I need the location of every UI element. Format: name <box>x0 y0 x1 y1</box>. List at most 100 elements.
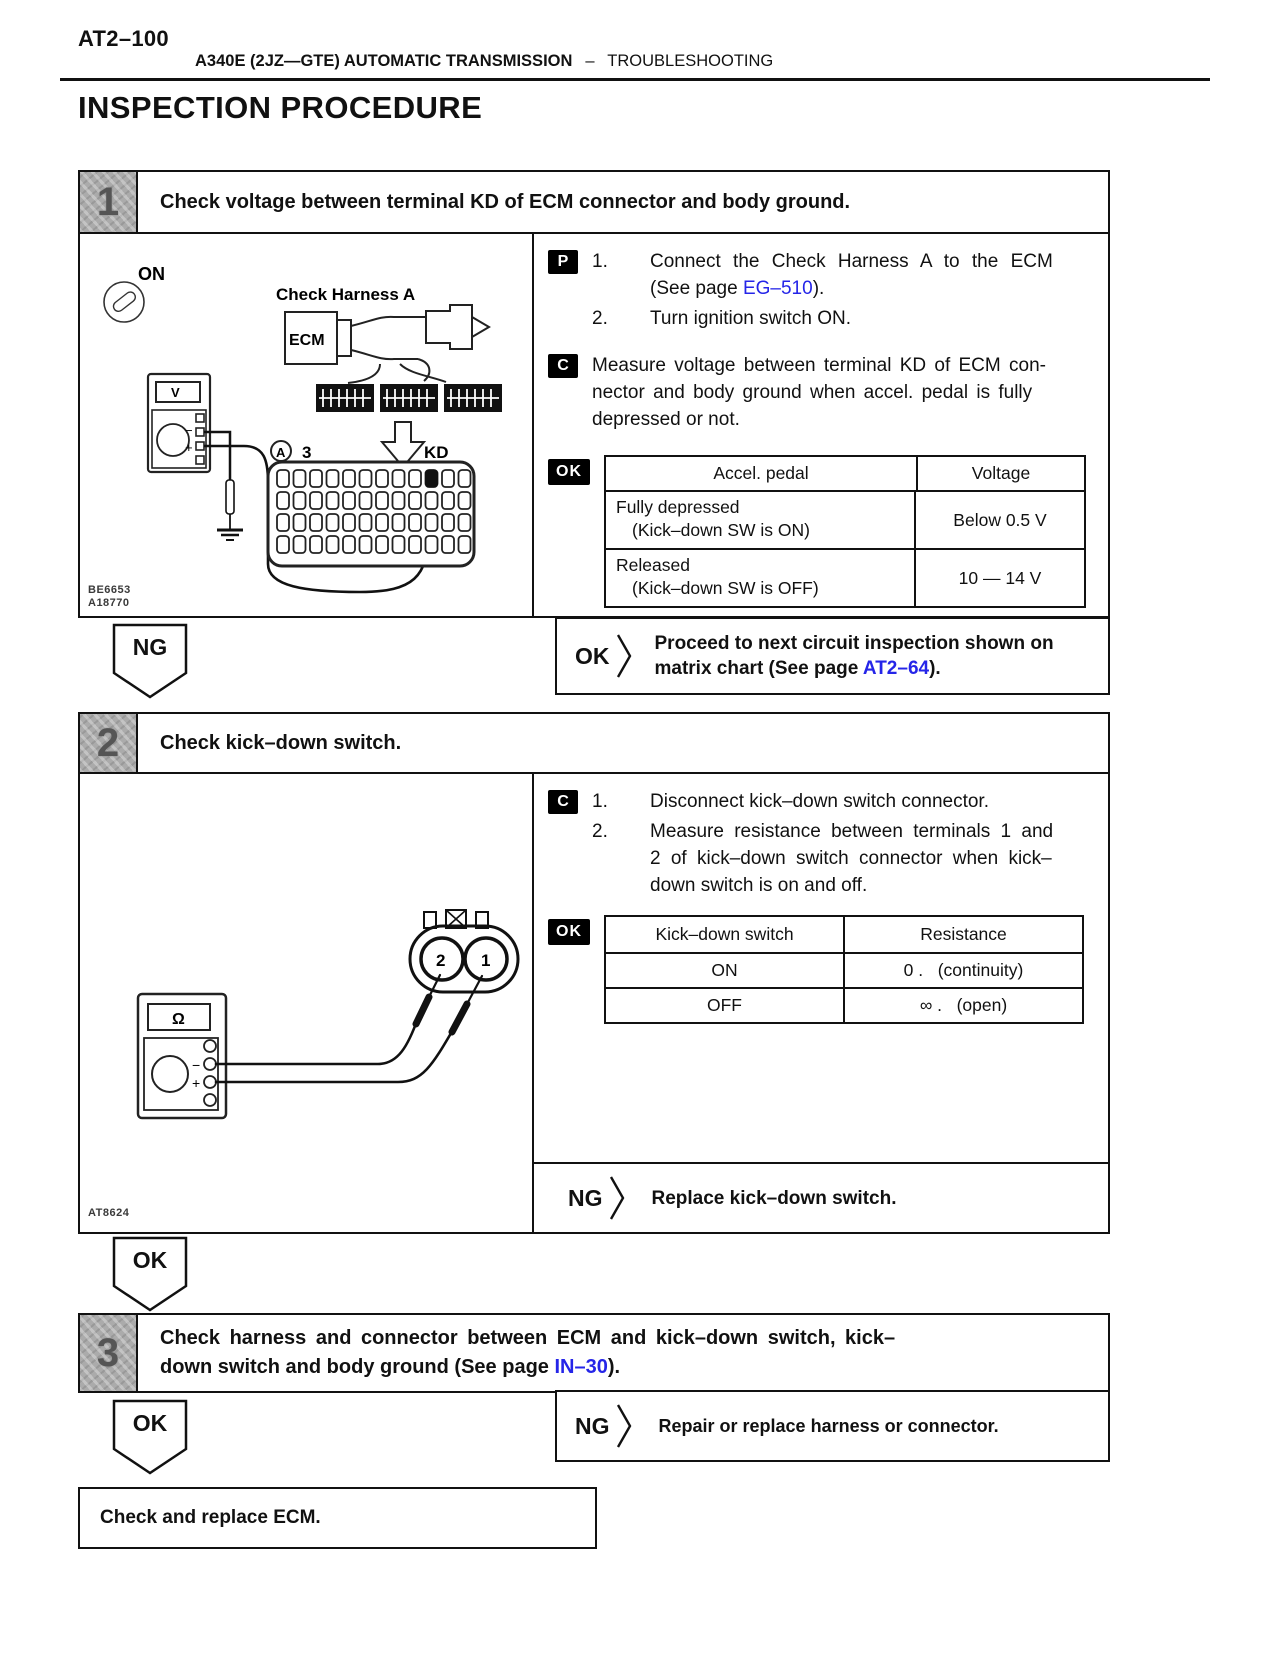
step1-body: ON Check Harness A <box>80 234 1108 616</box>
final-result-text: Check and replace ECM. <box>100 1507 321 1528</box>
step2-diagram: 2 1 Ω − + <box>136 909 520 1120</box>
step3-ng-result: NG Repair or replace harness or connecto… <box>555 1390 1110 1462</box>
voltmeter-icon <box>146 372 212 474</box>
column-header: Kick–down switch <box>606 917 845 952</box>
list-item: 1. Connect the Check Harness A to the EC… <box>592 248 1094 302</box>
ok-result-line1: Proceed to next circuit inspection shown… <box>654 633 1054 654</box>
step2-ok-flow: OK <box>112 1236 188 1312</box>
ecm-harness-icon <box>284 304 491 384</box>
step3-box: 3 Check harness and connector between EC… <box>78 1313 1110 1393</box>
probe-leads-icon <box>214 973 484 1084</box>
list-item: 2. Measure resistance between terminals … <box>592 818 1094 899</box>
check-text-line1: Measure voltage between terminal KD of E… <box>592 355 1046 376</box>
step3-title-line1: Check harness and connector between ECM … <box>160 1327 896 1349</box>
page-link-at264[interactable]: AT2–64 <box>862 658 930 679</box>
step1-figure: ON Check Harness A <box>80 234 534 616</box>
column-header: Accel. pedal <box>606 457 918 490</box>
ohmmeter-icon <box>136 992 228 1120</box>
step2-header: 2 Check kick–down switch. <box>80 714 1108 774</box>
table-row: Released (Kick–down SW is OFF) 10 — 14 V <box>606 548 1084 606</box>
cell-value: ON <box>606 954 845 987</box>
step2-check-row: C 1. Disconnect kick–down switch connect… <box>548 788 1094 899</box>
figure1-code1: BE6653 <box>88 584 131 596</box>
cell-line1: Released <box>616 555 690 575</box>
cell-line2: (Kick–down SW is ON) <box>632 520 810 540</box>
step2-body: 2 1 Ω − + <box>80 774 1108 1232</box>
step2-ng-result: NG Replace kick–down switch. <box>534 1162 1108 1232</box>
table-row: Fully depressed (Kick–down SW is ON) Bel… <box>606 490 1084 548</box>
check-text-line2: nector and body ground when accel. pedal… <box>592 382 1033 403</box>
step1-check-row: C Measure voltage between terminal KD of… <box>548 352 1094 433</box>
item-text-line1: Connect the Check Harness A to the ECM <box>650 251 1053 272</box>
figure1-codes: BE6653 A18770 <box>88 584 131 610</box>
page-title: INSPECTION PROCEDURE <box>78 90 483 125</box>
page-link-eg510[interactable]: EG–510 <box>742 278 813 299</box>
item-text: Disconnect kick–down switch connector. <box>650 791 989 812</box>
step3-title-pre: down switch and body ground (See page <box>160 1356 555 1378</box>
figure2-code: AT8624 <box>88 1207 130 1219</box>
check-text-line3: depressed or not. <box>592 409 740 430</box>
column-header: Resistance <box>920 924 1007 944</box>
table-header-row: Accel. pedal Voltage <box>606 457 1084 490</box>
page-number: AT2–100 <box>78 26 169 51</box>
voltmeter-display-label: V <box>171 385 180 400</box>
kickdown-connector-icon <box>408 909 520 994</box>
table-header-row: Kick–down switch Resistance <box>606 917 1082 952</box>
terminal-kd-label: KD <box>424 443 449 462</box>
section-header: A340E (2JZ—GTE) AUTOMATIC TRANSMISSION –… <box>195 52 773 71</box>
table-row: OFF ∞ . (open) <box>606 987 1082 1022</box>
step3-ok-flow: OK <box>112 1399 188 1475</box>
ng-label: NG <box>568 1184 603 1211</box>
terminal-3-label: 3 <box>302 443 311 462</box>
page-link-in30[interactable]: IN–30 <box>554 1356 608 1378</box>
ok-badge: OK <box>548 919 590 945</box>
cell-value: ∞ . (open) <box>919 995 1008 1015</box>
prepare-badge: P <box>548 250 578 274</box>
step2-number-tile: 2 <box>80 714 138 772</box>
item-text-line2: (See page EG–510). <box>650 275 1053 302</box>
ok-result-line2: matrix chart (See page AT2–64). <box>655 656 1054 681</box>
step1-procedure: P 1. Connect the Check Harness A to the … <box>534 234 1108 616</box>
ok-result-post: ). <box>929 658 941 679</box>
ok-label: OK <box>575 642 610 669</box>
cell-line1: Fully depressed <box>616 497 740 517</box>
step3-title-line2: down switch and body ground (See page IN… <box>160 1353 1086 1382</box>
ng-result-text: Repair or replace harness or connector. <box>658 1415 999 1436</box>
item-text-line2: 2 of kick–down switch connector when kic… <box>650 848 1052 869</box>
ohmmeter-plus-label: + <box>192 1075 200 1091</box>
final-result-box: Check and replace ECM. <box>78 1487 597 1549</box>
step1-ng-flow: NG <box>112 623 188 699</box>
item-text-line1: Measure resistance between terminals 1 a… <box>650 821 1054 842</box>
ground-probe-icon <box>204 430 243 541</box>
cell-value: 0 . (continuity) <box>903 960 1024 980</box>
item-number: 1. <box>592 791 608 812</box>
terminal-a-label: A <box>276 445 286 460</box>
step2-ok-row: OK Kick–down switch Resistance ON 0 . (c… <box>548 915 1094 1024</box>
list-item: 1. Disconnect kick–down switch connector… <box>592 788 1094 815</box>
chevron-right-icon <box>616 1404 631 1448</box>
step2-title: Check kick–down switch. <box>160 732 402 754</box>
harness-label: Check Harness A <box>276 285 415 304</box>
step1-diagram: ON Check Harness A <box>103 264 502 594</box>
ecm-connector-grid-icon <box>266 460 476 568</box>
step2-box: 2 Check kick–down switch. <box>78 712 1110 1234</box>
pentagon-shape-icon <box>112 1399 188 1475</box>
key-icon <box>103 281 145 323</box>
step1-ok-row: OK Accel. pedal Voltage Fully depressed … <box>548 455 1094 608</box>
down-arrow-icon <box>379 421 427 469</box>
check-badge: C <box>548 354 578 378</box>
connector-terminal-2-label: 2 <box>436 951 445 970</box>
terminal-a-circle-icon <box>270 440 292 462</box>
step2-procedure: C 1. Disconnect kick–down switch connect… <box>534 774 1108 1232</box>
voltmeter-plus-label: + <box>185 440 193 455</box>
chevron-right-icon <box>609 1176 624 1220</box>
cell-value: Below 0.5 V <box>953 509 1047 530</box>
item-number: 2. <box>592 308 608 329</box>
chevron-right-icon <box>616 634 631 678</box>
cell-value: OFF <box>606 989 845 1022</box>
step1-title: Check voltage between terminal KD of ECM… <box>160 191 851 213</box>
section-separator: – <box>585 52 595 70</box>
item-text-post: ). <box>812 278 825 299</box>
harness-connectors-icon <box>316 384 502 412</box>
